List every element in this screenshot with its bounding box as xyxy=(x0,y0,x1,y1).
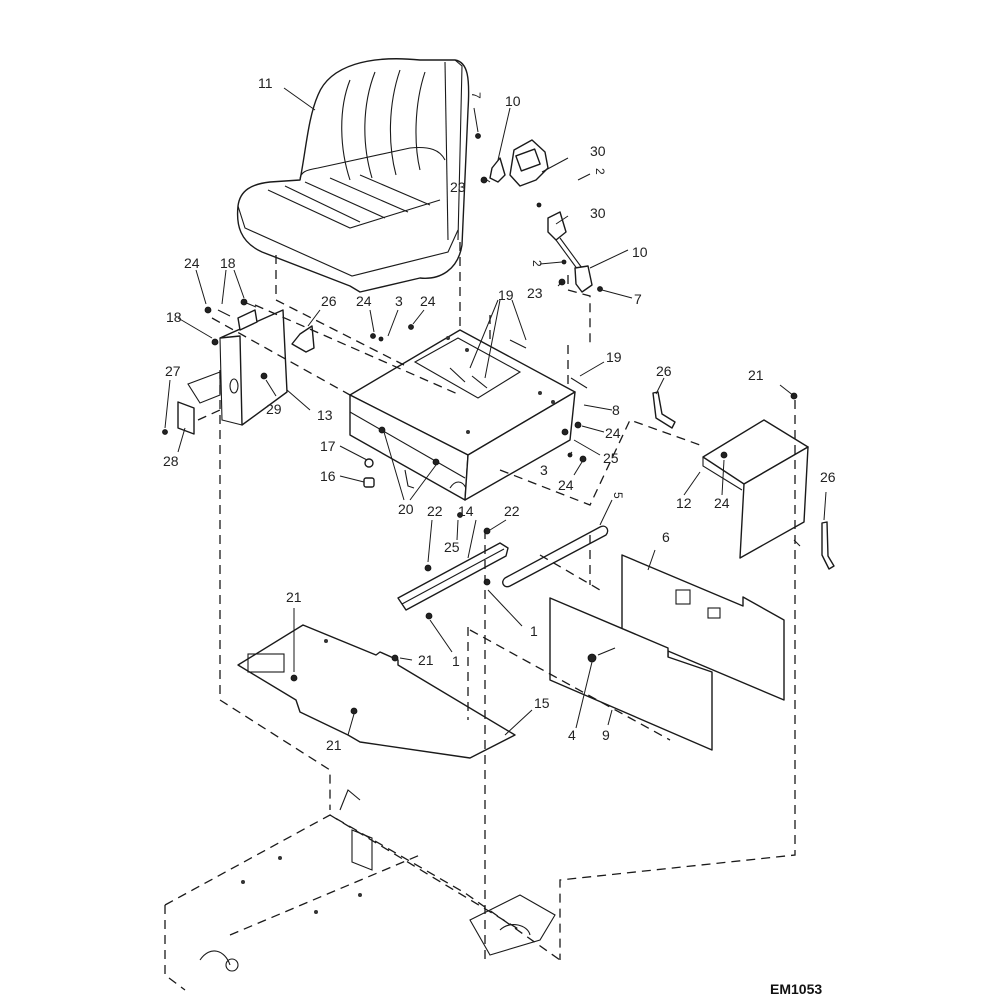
seat-belt-buckle xyxy=(547,211,593,293)
callout-belt-retractor-screw: 2 xyxy=(593,168,607,175)
callout-washer-top-nut: 24 xyxy=(356,293,372,309)
callout-belt-buckle: 30 xyxy=(590,205,606,221)
callout-back-panel: 6 xyxy=(662,529,670,545)
callout-seat: 11 xyxy=(258,75,273,91)
callout-right-grommet: 25 xyxy=(603,450,619,466)
callout-right-pin: 26 xyxy=(656,363,672,379)
assembly-dashed-lines xyxy=(197,242,796,960)
left-small-bracket xyxy=(162,401,195,435)
callout-belt-top-bracket: 10 xyxy=(505,93,521,109)
callout-mount-bolts: 19 xyxy=(498,287,514,303)
callout-floor-plate: 15 xyxy=(534,695,550,711)
callout-bracket-27: 27 xyxy=(165,363,181,379)
foam-tube xyxy=(502,525,609,588)
callout-mount-bolt-right: 19 xyxy=(606,349,622,365)
callout-left-panel-fastener: 29 xyxy=(266,401,282,417)
callout-washer-top-nut-b: 24 xyxy=(420,293,436,309)
belt-hardware xyxy=(475,133,603,292)
leader-lines xyxy=(164,87,827,736)
callout-right-nut: 24 xyxy=(605,425,621,441)
callout-foam-tube: 5 xyxy=(611,492,625,499)
callout-right-cover: 12 xyxy=(676,495,692,511)
callout-floor-bolt-c: 21 xyxy=(326,737,342,753)
left-hardware xyxy=(204,298,315,353)
callout-rail-bolt-right: 22 xyxy=(504,503,520,519)
callout-labels: 11 7 10 30 23 2 30 10 2 23 7 24 18 18 26… xyxy=(163,75,836,997)
callout-floor-bolt-b: 21 xyxy=(418,652,434,668)
callout-right-washer: 3 xyxy=(540,462,548,478)
callout-rail-spacer-left: 1 xyxy=(452,653,460,669)
callout-front-panel: 9 xyxy=(602,727,610,743)
callout-right-nut-b: 24 xyxy=(558,477,574,493)
callout-rail-spacer-right: 1 xyxy=(530,623,538,639)
callout-left-bolt-pair: 18 xyxy=(220,255,236,271)
callout-rail: 14 xyxy=(458,503,474,519)
callout-rail-bolt-left: 22 xyxy=(427,503,443,519)
callout-right-pin-b: 26 xyxy=(820,469,836,485)
seat-belt-retractor xyxy=(489,139,549,208)
floor-plate xyxy=(237,624,516,759)
callout-bracket-28: 28 xyxy=(163,453,179,469)
seat-mount-box xyxy=(349,329,576,501)
left-side-panel xyxy=(187,309,288,426)
callout-belt-bottom-bracket: 10 xyxy=(632,244,648,260)
callout-bumper: 16 xyxy=(320,468,336,484)
callout-left-nut: 24 xyxy=(184,255,200,271)
callout-washer-top: 3 xyxy=(395,293,403,309)
callout-left-panel: 13 xyxy=(317,407,333,423)
callout-belt-top-nut: 7 xyxy=(469,92,483,99)
callout-seat-box-bracket: 8 xyxy=(612,402,620,418)
callout-belt-buckle-screw: 2 xyxy=(530,260,544,267)
callout-belt-bottom-nut: 7 xyxy=(634,291,642,307)
front-panel xyxy=(549,597,713,751)
callout-bumper-washer: 17 xyxy=(320,438,336,454)
callout-belt-top-bolt: 23 xyxy=(450,179,466,195)
callout-left-pin: 26 xyxy=(321,293,337,309)
seat xyxy=(236,58,470,293)
callout-belt-retractor: 30 xyxy=(590,143,606,159)
callout-belt-bottom-bolt: 23 xyxy=(527,285,543,301)
callout-panel-knob: 4 xyxy=(568,727,576,743)
callout-seat-box-clip: 20 xyxy=(398,501,414,517)
callout-right-cover-nut: 24 xyxy=(714,495,730,511)
callout-left-bolt-single: 18 xyxy=(166,309,182,325)
right-cover xyxy=(702,392,809,559)
drawing-id: EM1053 xyxy=(770,981,822,997)
callout-floor-bolt-a: 21 xyxy=(286,589,302,605)
right-pins xyxy=(652,391,835,570)
callout-rail-grommet: 25 xyxy=(444,539,460,555)
seat-box-hardware xyxy=(363,324,588,488)
callout-right-cover-bolt: 21 xyxy=(748,367,764,383)
machine-frame xyxy=(164,789,561,991)
